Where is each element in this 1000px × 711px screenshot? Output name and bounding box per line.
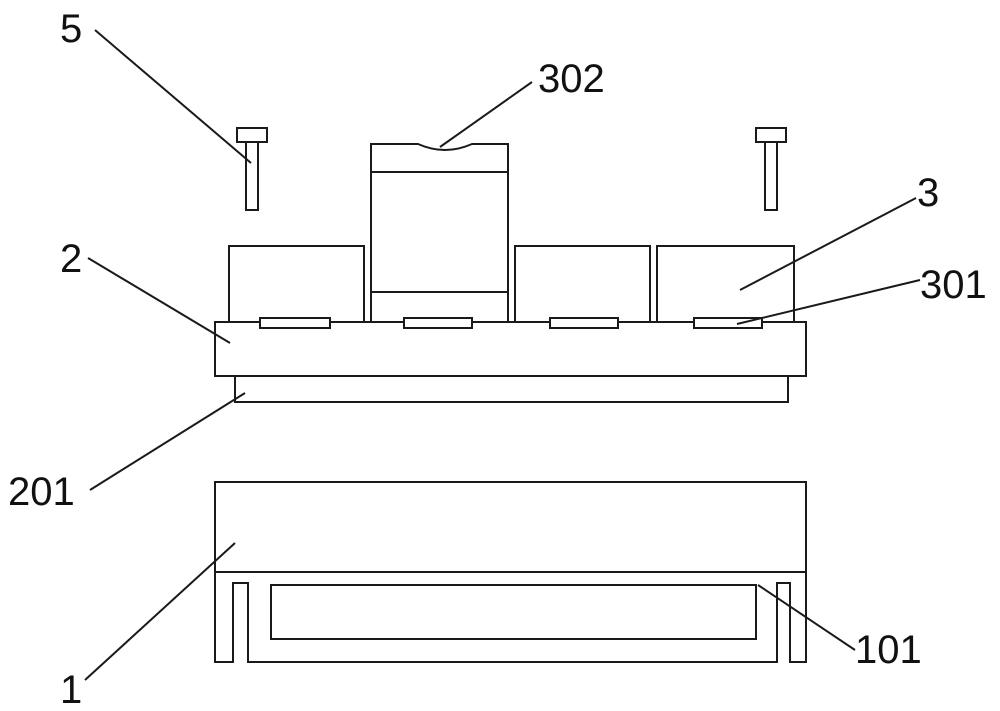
label-plate: 2: [60, 237, 82, 281]
plate-bottom-body: [234, 375, 789, 403]
label-bolt: 5: [60, 7, 82, 51]
module-block-1: [228, 245, 365, 323]
leader-bolt: [94, 29, 252, 164]
leader-clamp-top: [439, 81, 533, 148]
label-module: 3: [917, 171, 939, 215]
label-slot: 301: [920, 263, 987, 307]
leader-plate: [87, 257, 231, 344]
label-clamp-top: 302: [538, 57, 605, 101]
leader-base: [84, 542, 236, 681]
module-block-4: [656, 245, 795, 323]
label-plate-bottom: 201: [8, 470, 75, 514]
module-block-3: [514, 245, 651, 323]
bolt-left-shank: [245, 141, 259, 211]
slot-1: [259, 317, 331, 329]
clamp-block-body: [370, 143, 509, 323]
base-recess-body: [270, 584, 757, 640]
bolt-right: [755, 127, 787, 211]
leader-base-recess: [757, 584, 856, 651]
label-base: 1: [60, 668, 82, 711]
slot-4: [693, 317, 763, 329]
leader-plate-bottom: [89, 392, 246, 491]
slot-2: [403, 317, 473, 329]
base: [214, 481, 807, 663]
bolt-left: [236, 127, 268, 211]
bolt-right-shank: [764, 141, 778, 211]
bolt-left-head: [236, 127, 268, 143]
bolt-right-head: [755, 127, 787, 143]
plate-body: [214, 321, 807, 377]
leader-slot: [736, 279, 921, 325]
label-base-recess: 101: [855, 628, 922, 672]
slot-3: [549, 317, 619, 329]
clamp-block: [370, 143, 509, 323]
leader-module: [739, 197, 917, 291]
